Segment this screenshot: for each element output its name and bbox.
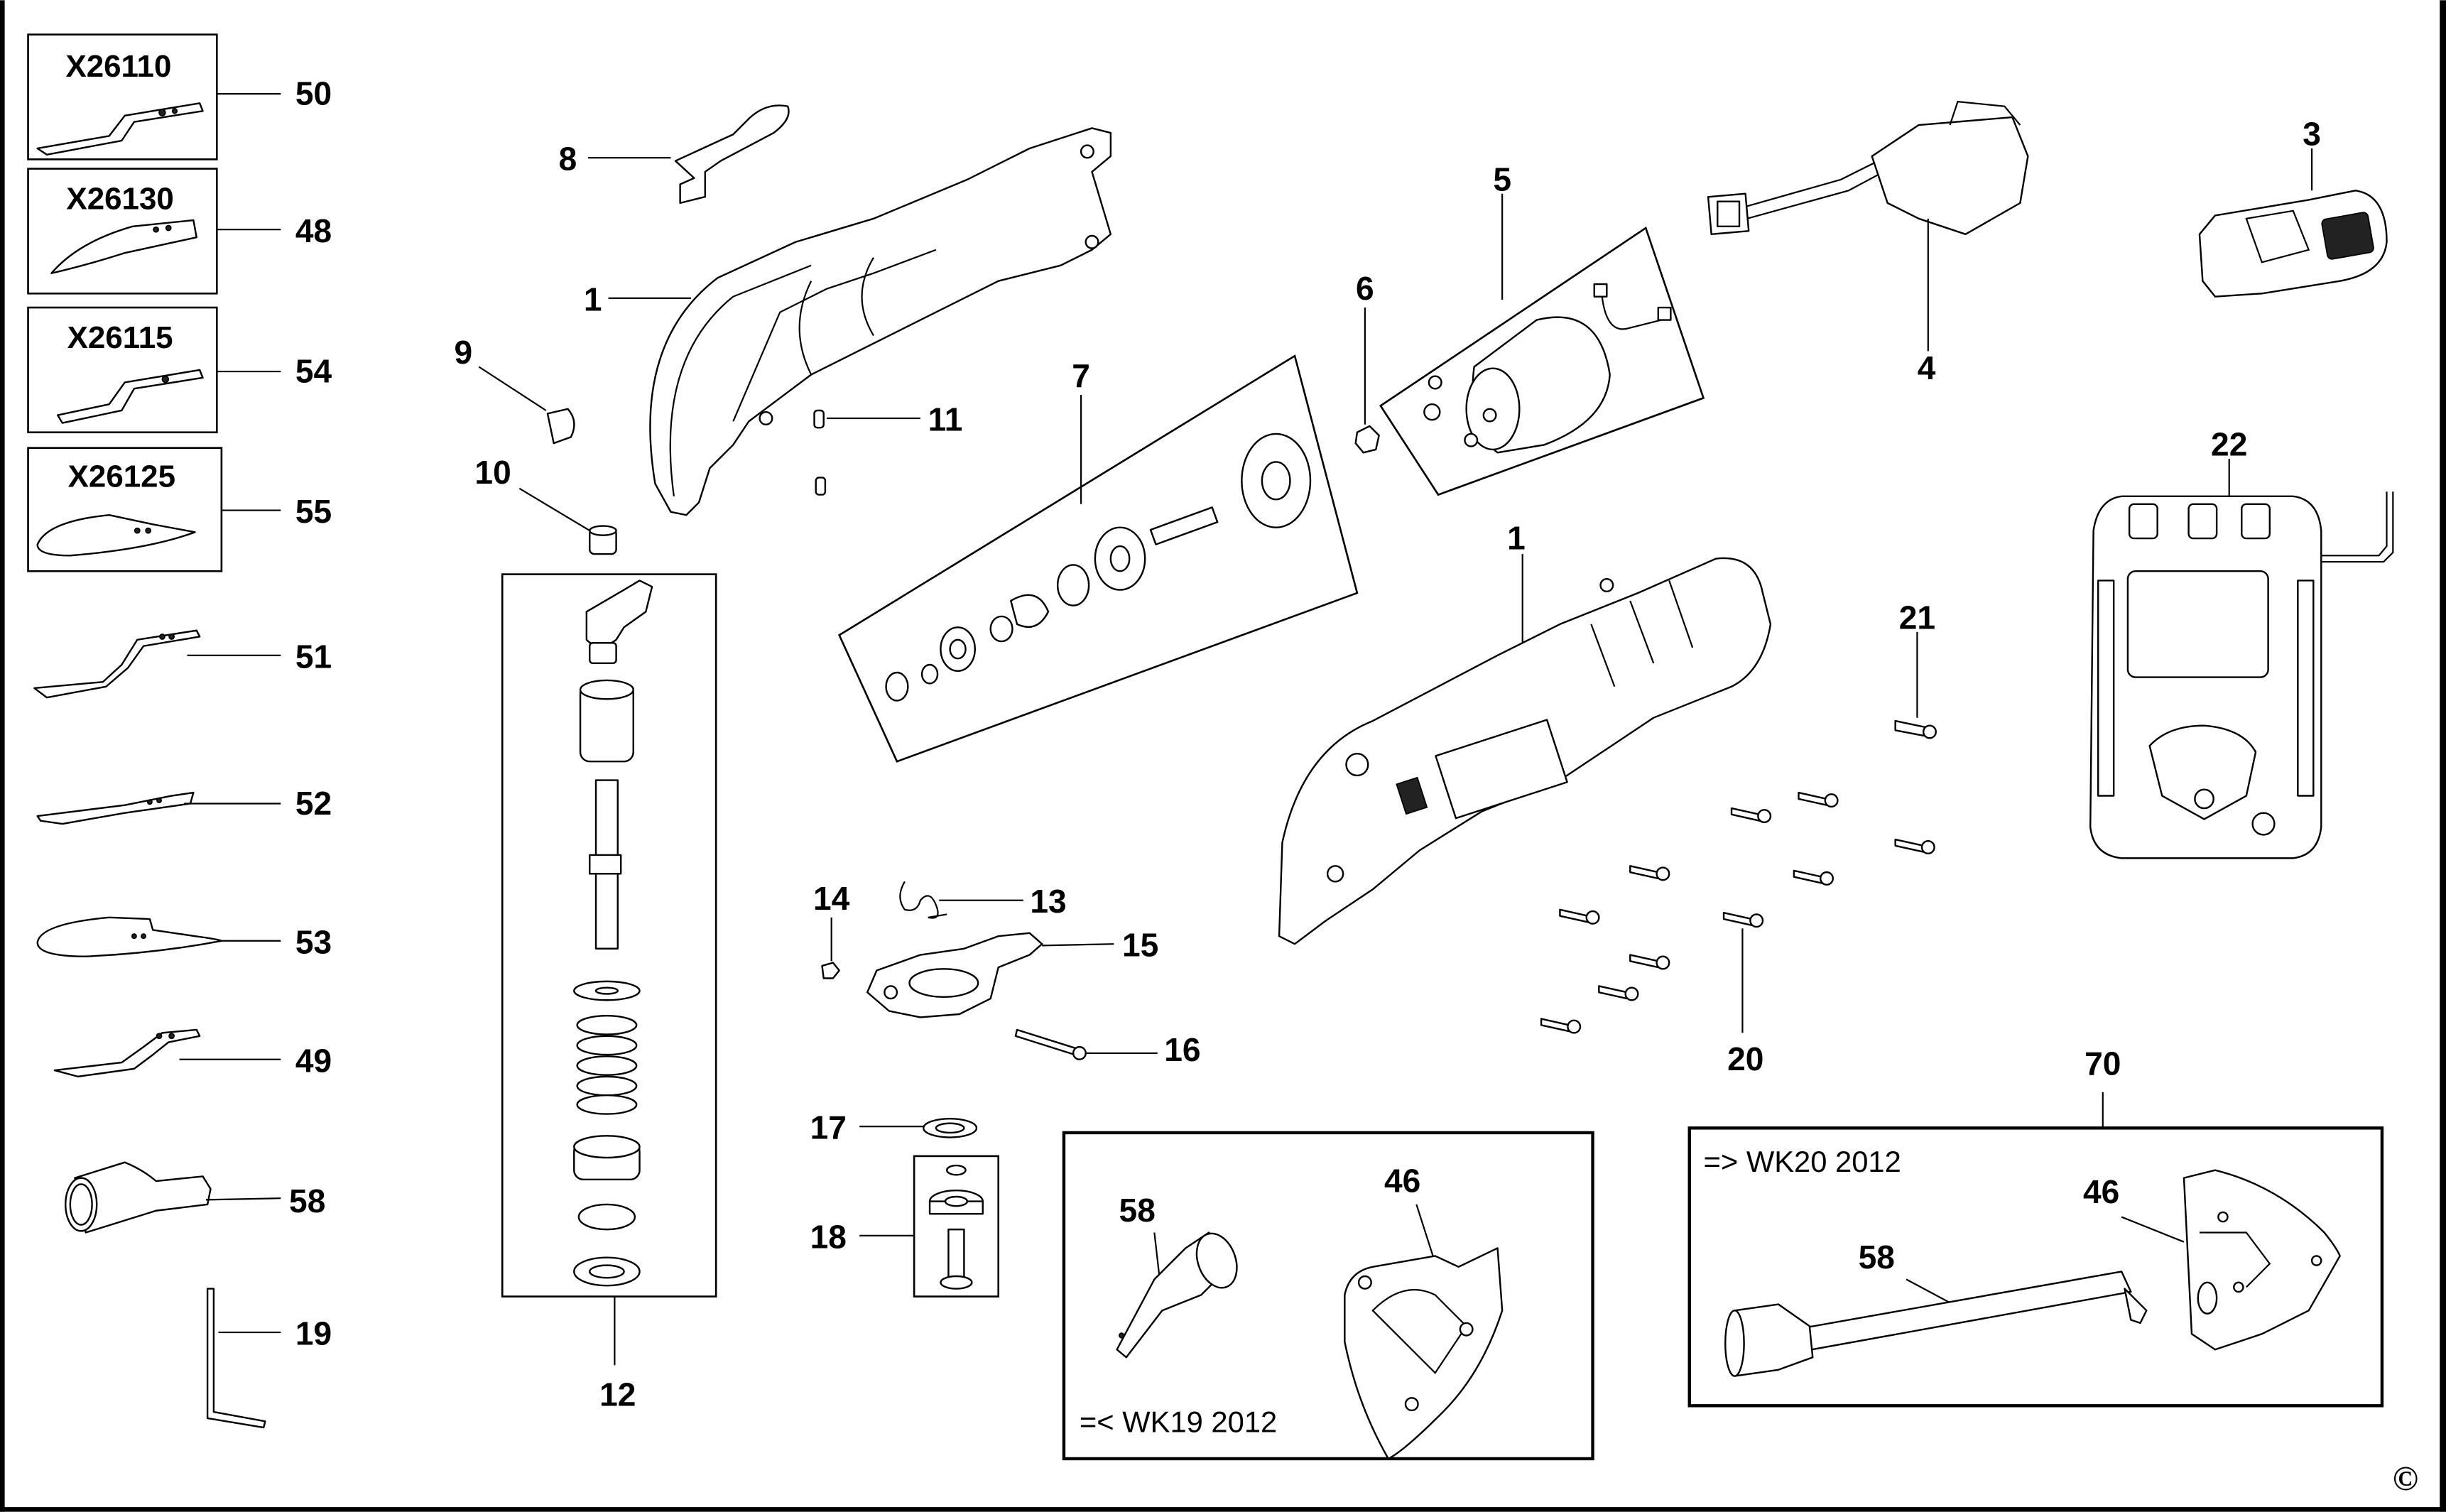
part-label-10: 10 <box>474 454 511 491</box>
part-1-tool-body[interactable] <box>1278 554 1772 945</box>
accessory-box-x26130[interactable]: X26130 <box>27 168 281 295</box>
part-1-housing[interactable] <box>608 127 1112 516</box>
part-label-48: 48 <box>295 212 332 249</box>
part-label-4: 4 <box>1918 349 1936 386</box>
screw <box>1798 791 1839 808</box>
part-label-13: 13 <box>1030 883 1066 920</box>
part-label-16: 16 <box>1164 1031 1200 1068</box>
part-label-8: 8 <box>559 141 577 178</box>
variant-note-wk19: =< WK19 2012 <box>1080 1405 1277 1439</box>
part-label-19: 19 <box>295 1315 332 1352</box>
screw <box>1722 912 1764 928</box>
part-label-17: 17 <box>810 1109 847 1146</box>
part-label-55: 55 <box>295 493 332 530</box>
part-label-51: 51 <box>295 638 332 675</box>
part-58-adapter-old <box>1116 1231 1238 1359</box>
part-label-12: 12 <box>599 1376 636 1413</box>
part-11-pin[interactable] <box>813 409 920 496</box>
part-7-gear-kit[interactable] <box>837 354 1359 763</box>
part-12-spindle-kit[interactable] <box>501 573 717 1366</box>
part-label-58: 58 <box>289 1182 325 1219</box>
accessory-code: X26110 <box>65 49 171 84</box>
screw <box>1598 985 1639 1001</box>
page-border-right <box>2440 0 2446 1512</box>
part-label-70: 70 <box>2084 1045 2121 1082</box>
part-label-46-new: 46 <box>2083 1173 2119 1210</box>
part-label-49: 49 <box>295 1042 332 1079</box>
part-18-flange-kit[interactable] <box>859 1155 1000 1298</box>
part-46-sanding-base-old <box>1344 1247 1504 1460</box>
part-label-58-new: 58 <box>1859 1239 1895 1276</box>
part-label-7: 7 <box>1072 357 1090 394</box>
screw <box>1894 838 1935 854</box>
accessory-code: X26115 <box>67 320 173 355</box>
variant-box-wk20[interactable]: => WK20 2012 46 58 <box>1687 1126 2384 1408</box>
part-5-motor[interactable] <box>1379 193 1705 496</box>
screw <box>1540 1018 1582 1034</box>
part-label-54: 54 <box>295 352 332 389</box>
part-14-nut[interactable] <box>821 917 840 979</box>
part-label-15: 15 <box>1122 927 1158 964</box>
screw <box>1629 865 1670 881</box>
part-label-3: 3 <box>2303 116 2321 153</box>
part-21-screw[interactable] <box>1894 631 1937 739</box>
part-46-sanding-base-new <box>2183 1169 2341 1351</box>
variant-note-wk20: => WK20 2012 <box>1704 1145 1901 1178</box>
page-border-bottom <box>0 1507 2446 1512</box>
part-49-blade[interactable] <box>53 1028 281 1078</box>
accessory-box-x26115[interactable]: X26115 <box>27 306 281 434</box>
part-label-18: 18 <box>810 1218 847 1255</box>
part-label-14: 14 <box>813 880 850 917</box>
segment-blade-icon <box>36 513 196 557</box>
part-58-hose-new <box>1724 1271 2148 1377</box>
variant-box-wk19[interactable]: 58 46 =< WK19 2012 <box>1062 1131 1594 1461</box>
part-58-dust-adapter[interactable] <box>65 1161 281 1234</box>
part-label-21: 21 <box>1899 599 1935 636</box>
part-label-5: 5 <box>1493 161 1511 197</box>
part-19-hex-key[interactable] <box>206 1288 281 1429</box>
part-label-52: 52 <box>295 785 332 822</box>
part-9-cap[interactable] <box>478 366 575 445</box>
part-6-pinion[interactable] <box>1354 308 1380 454</box>
accessory-code: X26125 <box>68 459 175 494</box>
part-label-22: 22 <box>2211 426 2247 463</box>
screw <box>1730 807 1772 824</box>
screw <box>1629 954 1670 970</box>
part-10-bushing[interactable] <box>518 487 617 555</box>
part-label-58-old: 58 <box>1119 1192 1156 1229</box>
blade-icon <box>57 369 204 424</box>
part-22-charger[interactable] <box>2089 459 2394 859</box>
part-15-fork-arm[interactable] <box>866 932 1114 1018</box>
screw <box>1559 908 1600 925</box>
part-52-blade[interactable] <box>36 791 281 825</box>
accessory-code: X26130 <box>66 182 173 217</box>
part-16-bolt[interactable] <box>1014 1028 1158 1060</box>
accessory-box-x26125[interactable]: X26125 <box>27 447 281 572</box>
copyright-symbol: © <box>2393 1460 2418 1498</box>
page-border-left <box>0 0 5 1512</box>
part-17-washer[interactable] <box>859 1117 978 1138</box>
part-4-switch-assembly[interactable] <box>1707 100 2029 352</box>
blade-icon <box>36 102 204 156</box>
part-13-spring-clip[interactable] <box>899 881 1023 919</box>
part-8-lever[interactable] <box>588 104 790 205</box>
part-3-battery[interactable] <box>2198 148 2388 298</box>
part-label-11: 11 <box>928 401 963 438</box>
part-label-6: 6 <box>1356 270 1374 307</box>
part-label-20: 20 <box>1727 1040 1763 1077</box>
part-label-9: 9 <box>455 334 473 371</box>
part-20-screw-set[interactable] <box>1540 791 1935 1034</box>
part-label-53: 53 <box>295 923 332 960</box>
accessory-box-x26110[interactable]: X26110 <box>27 33 281 161</box>
part-53-segment-blade[interactable] <box>36 916 281 957</box>
part-label-50: 50 <box>295 75 332 112</box>
screw <box>1793 869 1835 886</box>
part-51-blade[interactable] <box>33 629 281 699</box>
part-label-46-old: 46 <box>1384 1162 1420 1199</box>
part-label-1: 1 <box>584 281 602 317</box>
sanding-pad-icon <box>50 219 197 274</box>
part-label-1-tool: 1 <box>1507 519 1526 556</box>
